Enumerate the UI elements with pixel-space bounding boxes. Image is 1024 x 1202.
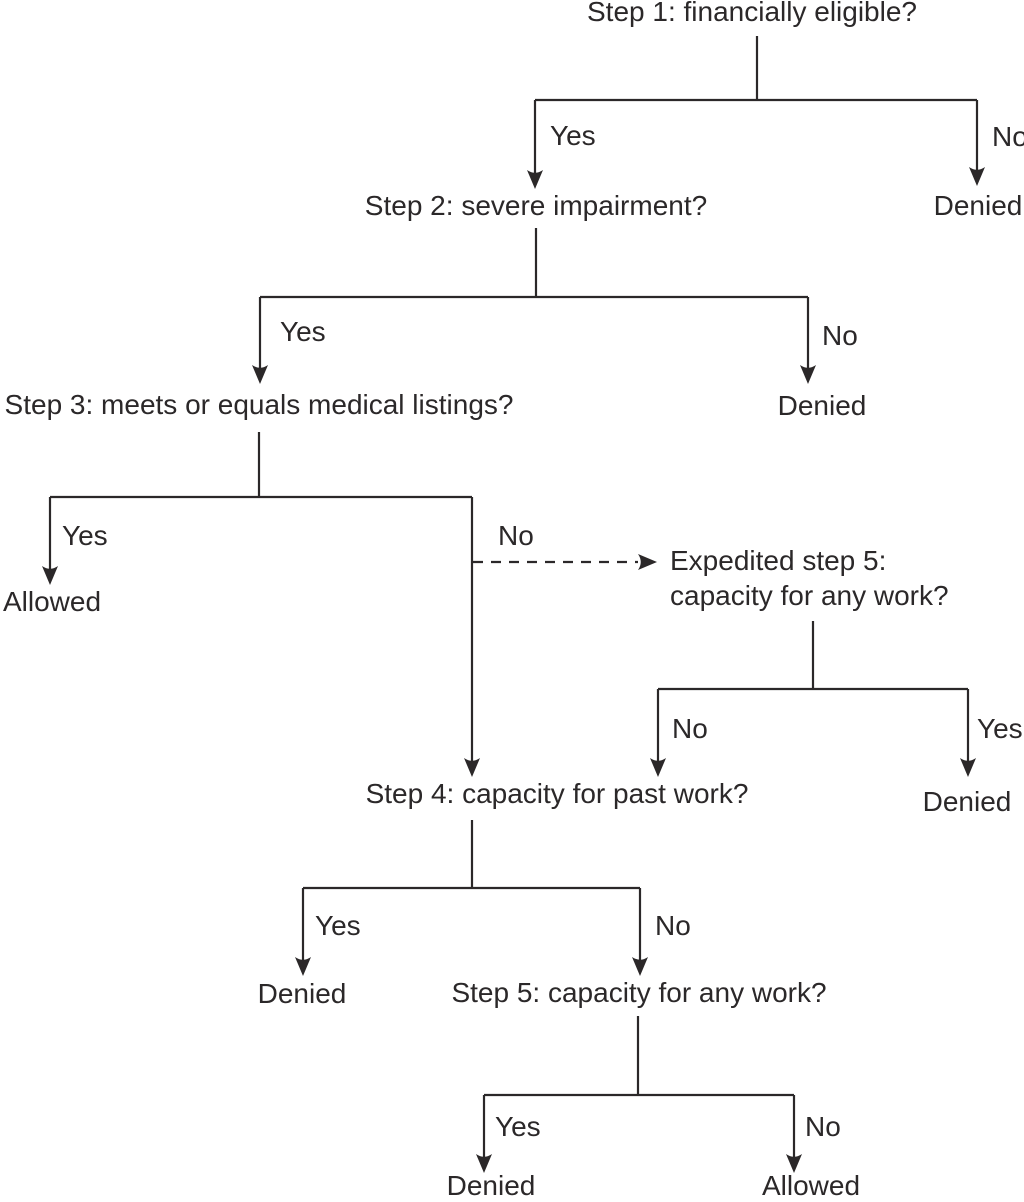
edge-label-step5-yes: Yes [495, 1111, 541, 1142]
edge-label-expedited5-yes: Yes [977, 713, 1023, 744]
arrowhead-down-icon [464, 758, 480, 777]
edge-label-step2-yes: Yes [280, 316, 326, 347]
node-expedited-step5-line2: capacity for any work? [670, 580, 949, 611]
arrowhead-right-icon [638, 554, 657, 570]
arrowhead-down-icon [969, 167, 985, 186]
edge-label-step3-yes: Yes [62, 520, 108, 551]
edge-label-step2-no: No [822, 320, 858, 351]
arrowhead-down-icon [252, 365, 268, 384]
edge-label-step1-no: No [992, 121, 1024, 152]
edge-label-step3-no: No [498, 520, 534, 551]
arrowhead-down-icon [295, 957, 311, 976]
node-step5: Step 5: capacity for any work? [451, 977, 827, 1008]
arrowhead-down-icon [960, 758, 976, 777]
outcome-step2-denied: Denied [777, 390, 867, 421]
arrowhead-down-icon [800, 365, 816, 384]
outcome-step1-denied: Denied [933, 190, 1023, 221]
arrowhead-down-icon [527, 170, 543, 189]
edge-label-step5-no: No [805, 1111, 841, 1142]
outcome-step5-allowed: Allowed [761, 1170, 861, 1201]
arrowhead-down-icon [632, 957, 648, 976]
node-expedited-step5: Expedited step 5: capacity for any work? [670, 543, 949, 613]
outcome-step3-allowed: Allowed [2, 586, 102, 617]
edge-label-step4-yes: Yes [315, 910, 361, 941]
outcome-step5-denied: Denied [446, 1170, 536, 1201]
edge-label-step1-yes: Yes [550, 120, 596, 151]
arrowhead-down-icon [650, 758, 666, 777]
node-step3: Step 3: meets or equals medical listings… [4, 389, 514, 420]
outcome-expedited5-denied: Denied [922, 786, 1012, 817]
arrowhead-down-icon [42, 566, 58, 585]
node-step1: Step 1: financially eligible? [587, 0, 917, 27]
node-expedited-step5-line1: Expedited step 5: [670, 545, 887, 576]
node-step2: Step 2: severe impairment? [364, 190, 708, 221]
outcome-step4-denied: Denied [257, 978, 347, 1009]
edge-label-step4-no: No [655, 910, 691, 941]
node-step4: Step 4: capacity for past work? [365, 778, 749, 809]
edge-label-expedited5-no: No [672, 713, 708, 744]
